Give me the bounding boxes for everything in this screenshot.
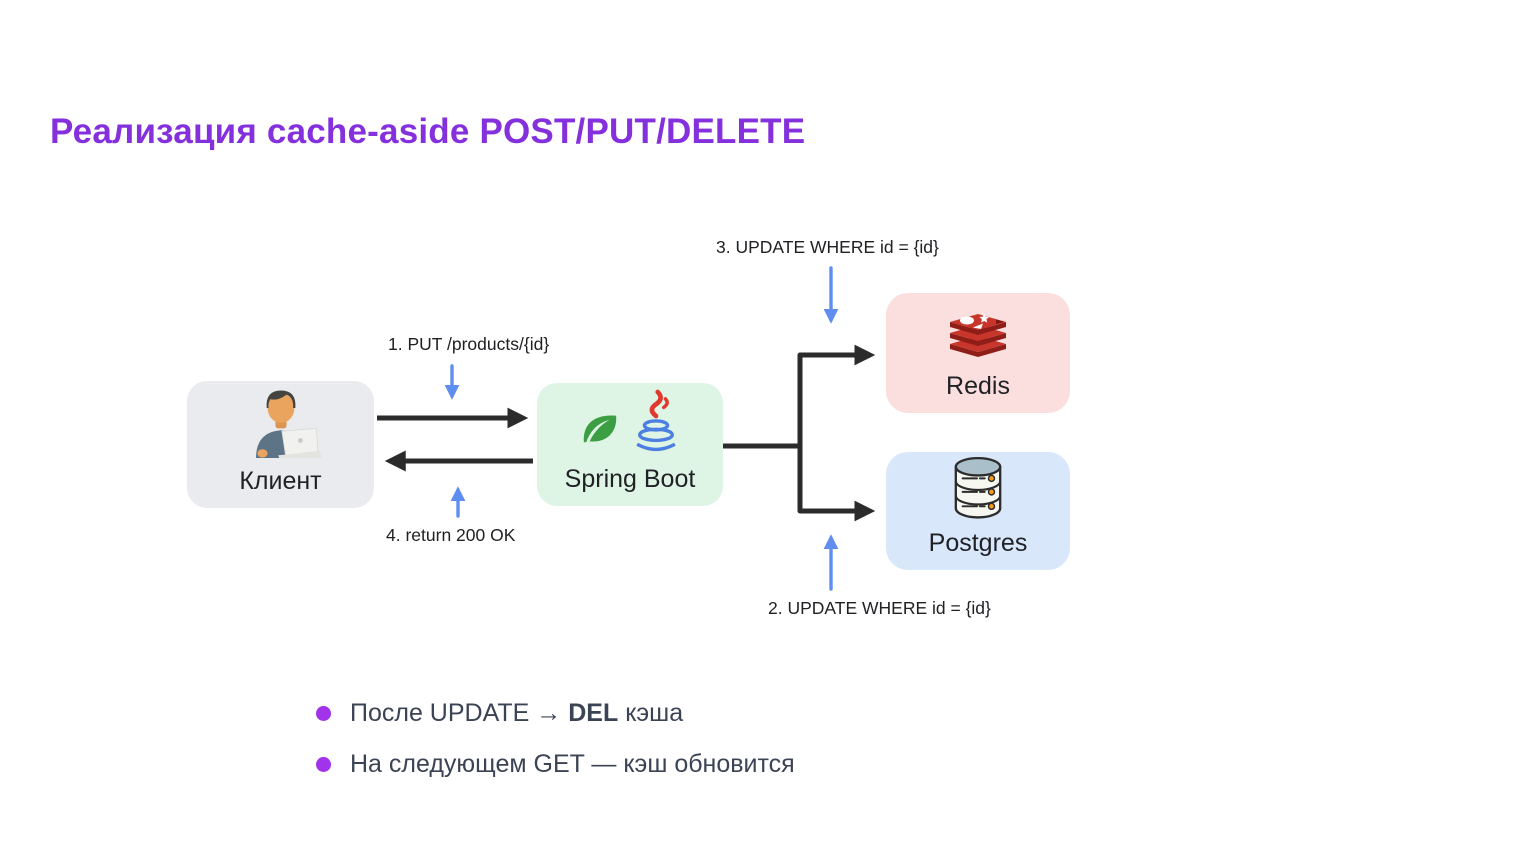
bullet-text-1: После UPDATE → DEL кэша: [350, 699, 683, 728]
redis-label: Redis: [946, 371, 1010, 400]
bullet-1-post: кэша: [618, 699, 684, 727]
arrow-branch-to-redis: [797, 344, 876, 446]
database-cylinder-icon: [951, 456, 1005, 525]
node-postgres: Postgres: [886, 452, 1070, 570]
bullet-2-pre: На следующем GET — кэш обновится: [350, 750, 795, 778]
arrow-branch-to-postgres: [797, 446, 876, 522]
spring-leaf-icon: [581, 411, 619, 452]
spring-boot-label: Spring Boot: [564, 464, 696, 493]
slide-title: Реализация cache-aside POST/PUT/DELETE: [50, 112, 806, 151]
client-label: Клиент: [239, 466, 322, 495]
redis-stack-icon: [946, 311, 1010, 368]
bullet-list: После UPDATE → DEL кэша На следующем GET…: [316, 699, 795, 779]
bullet-1-bold: DEL: [568, 699, 619, 727]
node-spring-boot: Spring Boot: [537, 383, 723, 506]
bullet-text-2: На следующем GET — кэш обновится: [350, 750, 795, 779]
bullet-dot-icon: [316, 757, 331, 772]
arrow-label-step4: 4. return 200 OK: [386, 525, 516, 545]
arrow-label-step3: 3. UPDATE WHERE id = {id}: [716, 237, 939, 257]
spring-boot-icons: [581, 389, 680, 461]
list-item: На следующем GET — кэш обновится: [316, 750, 795, 779]
node-redis: Redis: [886, 293, 1070, 413]
node-client: Клиент: [187, 381, 374, 508]
arrow-label-step1: 1. PUT /products/{id}: [388, 334, 550, 354]
postgres-label: Postgres: [928, 528, 1028, 557]
arrow-label-step2: 2. UPDATE WHERE id = {id}: [768, 598, 991, 618]
bullet-1-pre: После UPDATE →: [350, 699, 569, 727]
list-item: После UPDATE → DEL кэша: [316, 699, 795, 728]
person-at-laptop-icon: [238, 384, 324, 463]
bullet-dot-icon: [316, 706, 331, 721]
java-icon: [632, 388, 680, 461]
